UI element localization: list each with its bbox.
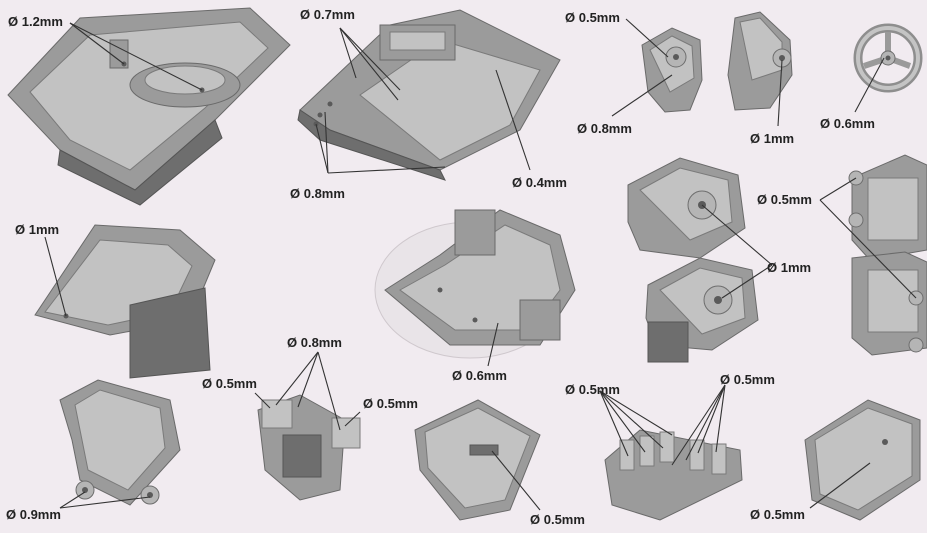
label-diameter-0-8mm-engine: Ø 0.8mm: [290, 186, 345, 201]
label-diameter-0-8mm-bracket: Ø 0.8mm: [577, 121, 632, 136]
label-diameter-0-6mm-wheel: Ø 0.6mm: [820, 116, 875, 131]
label-diameter-0-9mm: Ø 0.9mm: [6, 507, 61, 522]
floor-section-1-part: [414, 399, 541, 521]
bracket-a-part: [641, 27, 703, 113]
radiator-part: [848, 154, 927, 356]
label-diameter-1mm-nose: Ø 1mm: [15, 222, 59, 237]
label-diameter-1-2mm: Ø 1.2mm: [8, 14, 63, 29]
bracket-b-part: [727, 11, 793, 111]
label-diameter-1mm-bracket: Ø 1mm: [750, 131, 794, 146]
label-diameter-0-8mm-airbox: Ø 0.8mm: [287, 335, 342, 350]
label-diameter-0-5mm-bracket: Ø 0.5mm: [565, 10, 620, 25]
chassis-tub-part: [7, 7, 291, 206]
label-diameter-0-7mm: Ø 0.7mm: [300, 7, 355, 22]
label-diameter-1mm-gearbox: Ø 1mm: [767, 260, 811, 275]
steering-wheel-part: [853, 23, 923, 93]
label-diameter-0-6mm-cockpit: Ø 0.6mm: [452, 368, 507, 383]
engine-cover-part: [297, 9, 561, 181]
label-diameter-0-5mm-exhaust-left: Ø 0.5mm: [565, 382, 620, 397]
cockpit-tub-part: [374, 209, 576, 359]
airbox-part: [257, 394, 361, 501]
floor-section-2-part: [804, 399, 921, 521]
label-diameter-0-5mm-radiator: Ø 0.5mm: [757, 192, 812, 207]
label-diameter-0-5mm-floor: Ø 0.5mm: [530, 512, 585, 527]
label-diameter-0-5mm-airbox-left: Ø 0.5mm: [202, 376, 257, 391]
label-diameter-0-5mm-floor-2: Ø 0.5mm: [750, 507, 805, 522]
leader-lines: [44, 18, 917, 511]
label-diameter-0-5mm-exhaust-right: Ø 0.5mm: [720, 372, 775, 387]
measurement-labels: Ø 1.2mm Ø 0.7mm Ø 0.8mm Ø 0.4mm Ø 0.5mm …: [6, 7, 875, 527]
label-diameter-0-5mm-airbox-right: Ø 0.5mm: [363, 396, 418, 411]
label-diameter-0-4mm: Ø 0.4mm: [512, 175, 567, 190]
gearbox-part: [627, 157, 759, 363]
upright-part: [59, 379, 181, 506]
nose-cone-part: [34, 224, 216, 379]
exhaust-part: [604, 429, 743, 521]
